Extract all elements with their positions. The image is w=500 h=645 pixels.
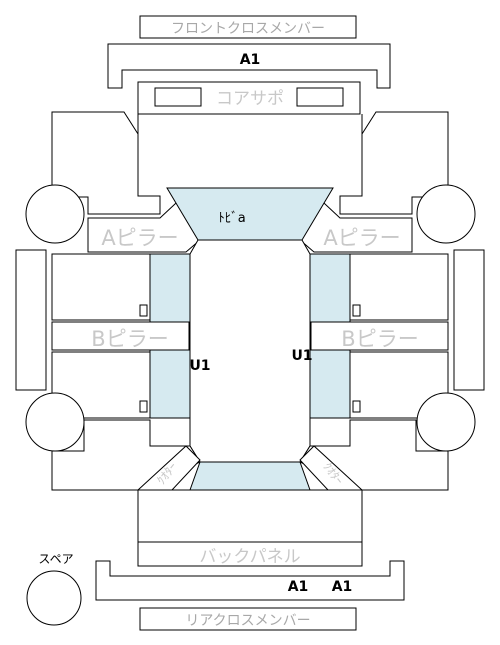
rear-member-mark-1: A1	[288, 579, 309, 595]
right-rear-wheel[interactable]	[416, 392, 476, 452]
front-cross-member-label-box: フロントクロスメンバー	[139, 15, 357, 39]
body-outline	[137, 114, 363, 196]
rear-cross-member-label: リアクロスメンバー	[185, 613, 310, 629]
rear-member-mark-2: A1	[332, 579, 353, 595]
back-panel[interactable]	[137, 541, 363, 567]
right-a-pillar-label: Aピラー	[323, 226, 400, 250]
right-b-pillar-label: Bピラー	[341, 327, 418, 351]
right-rear-door-handle	[352, 400, 361, 413]
left-front-wheel[interactable]	[25, 184, 85, 244]
front-member-mark: A1	[240, 52, 261, 68]
left-front-door-handle	[139, 304, 148, 317]
core-support[interactable]: コアサポ	[137, 81, 361, 115]
rear-cross-member[interactable]	[95, 560, 405, 601]
door-label: ﾄﾋﾞa	[218, 211, 245, 226]
right-front-door-handle	[352, 304, 361, 317]
trunk-panel[interactable]	[137, 489, 363, 543]
right-front-door[interactable]	[349, 253, 449, 321]
core-support-label: コアサポ	[216, 89, 284, 109]
u1-right-mark: U1	[291, 348, 312, 364]
left-front-door[interactable]	[51, 253, 151, 321]
left-b-pillar-label: Bピラー	[91, 327, 168, 351]
right-front-wheel[interactable]	[416, 184, 476, 244]
left-rear-wheel[interactable]	[25, 392, 85, 452]
right-side-sill[interactable]	[453, 249, 485, 391]
front-cross-member[interactable]	[107, 43, 391, 89]
rear-cross-member-label-box: リアクロスメンバー	[139, 607, 357, 631]
left-a-pillar-label: Aピラー	[101, 226, 178, 250]
front-cross-member-label: フロントクロスメンバー	[171, 21, 325, 37]
spare-tire[interactable]	[26, 570, 82, 626]
rear-window-panel[interactable]	[189, 461, 311, 491]
left-rear-door-handle	[139, 400, 148, 413]
left-side-sill[interactable]	[15, 249, 47, 391]
right-b-pillar[interactable]	[310, 321, 449, 351]
left-b-pillar[interactable]	[51, 321, 190, 351]
back-panel-label: バックパネル	[199, 547, 300, 567]
spare-label: スペア	[38, 552, 73, 566]
u1-left-mark: U1	[189, 358, 210, 374]
